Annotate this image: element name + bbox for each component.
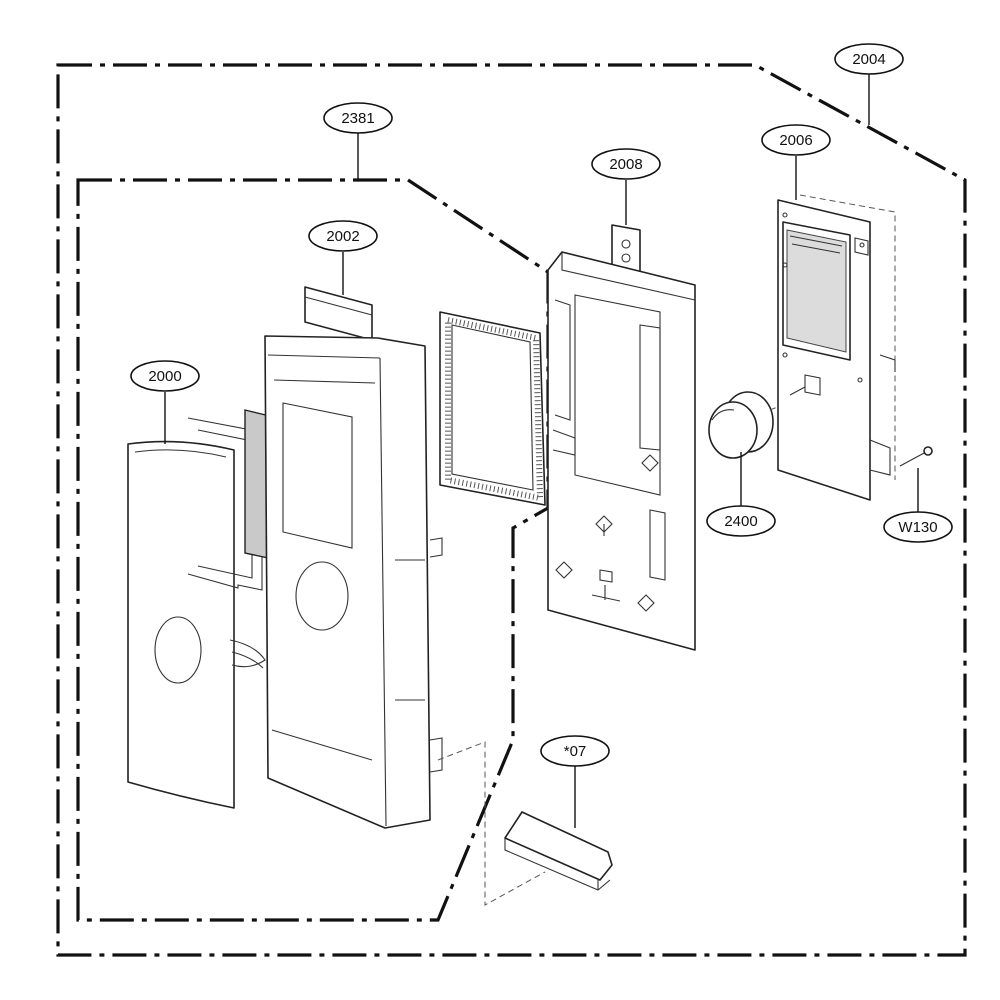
callout-07: *07 <box>540 735 610 767</box>
part-2006-display-pcb <box>777 194 896 501</box>
svg-text:2000: 2000 <box>148 368 181 385</box>
callout-2004: 2004 <box>834 43 904 75</box>
svg-text:2008: 2008 <box>609 156 642 173</box>
svg-text:2004: 2004 <box>852 51 885 68</box>
part-2400-knob <box>708 391 801 459</box>
callout-2006: 2006 <box>761 124 831 156</box>
callout-2008: 2008 <box>591 148 661 180</box>
svg-text:2400: 2400 <box>724 513 757 530</box>
svg-text:2002: 2002 <box>326 228 359 245</box>
svg-text:2381: 2381 <box>341 110 374 127</box>
svg-text:W130: W130 <box>898 519 937 536</box>
part-w130-screw <box>899 446 933 467</box>
part-2002-control-housing <box>264 286 443 829</box>
part-membrane-frame <box>439 311 546 506</box>
outer-assembly-boundary <box>56 63 967 957</box>
inner-assembly-boundary <box>76 178 550 922</box>
callout-2000: 2000 <box>130 360 200 392</box>
callout-w130: W130 <box>883 511 953 543</box>
leader-lines <box>164 74 919 828</box>
callout-2381: 2381 <box>323 102 393 134</box>
svg-text:*07: *07 <box>564 743 587 760</box>
callout-2002: 2002 <box>308 220 378 252</box>
part-2000-control-film <box>127 440 235 809</box>
part-07-clip <box>437 741 613 906</box>
part-2008-bracket <box>547 224 696 651</box>
callout-2400: 2400 <box>706 505 776 537</box>
svg-text:2006: 2006 <box>779 132 812 149</box>
